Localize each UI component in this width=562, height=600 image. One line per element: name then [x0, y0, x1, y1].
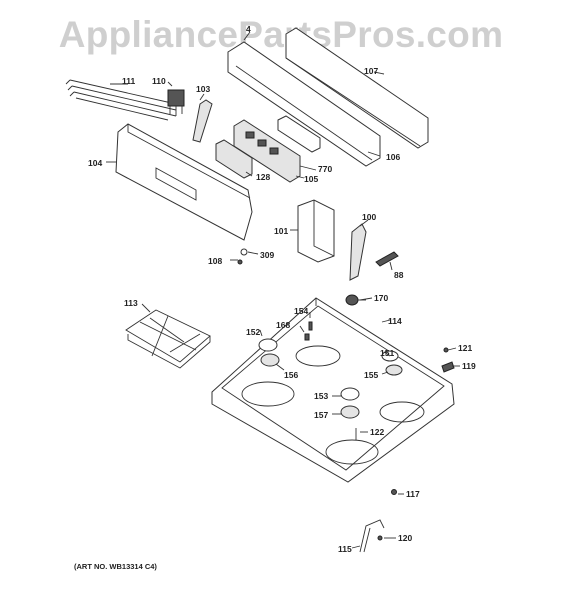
callout-88: 88 — [394, 270, 404, 280]
callout-107: 107 — [364, 66, 378, 76]
callout-121: 121 — [458, 343, 472, 353]
callout-154: 154 — [294, 306, 308, 316]
callout-117: 117 — [406, 489, 420, 499]
overlay-part — [215, 139, 253, 179]
screw-108 — [237, 259, 243, 265]
clip-119 — [441, 361, 455, 373]
callout-114: 114 — [388, 316, 402, 326]
callout-156: 156 — [284, 370, 298, 380]
cooktop — [211, 297, 455, 483]
callout-115: 115 — [338, 544, 352, 554]
callout-122: 122 — [370, 427, 384, 437]
control-panel — [115, 123, 253, 241]
callout-106: 106 — [386, 152, 400, 162]
leader-lines — [106, 31, 460, 549]
art-number: (ART NO. WB13314 C4) — [74, 562, 157, 571]
callout-4: 4 — [246, 24, 251, 34]
bracket-part — [192, 99, 213, 143]
burner-grate — [125, 309, 211, 369]
callout-103: 103 — [196, 84, 210, 94]
callout-100: 100 — [362, 212, 376, 222]
burner-cap-153 — [340, 387, 360, 401]
burner-head-156 — [260, 353, 280, 367]
burner-head-157 — [340, 405, 360, 419]
callout-309: 309 — [260, 250, 274, 260]
callout-111: 111 — [122, 76, 136, 86]
burner-cap-152 — [258, 338, 278, 352]
callout-128: 128 — [256, 172, 270, 182]
small-spacer — [375, 251, 399, 267]
screw-117 — [391, 489, 397, 495]
backsplash-upper — [285, 27, 429, 149]
mount-bracket — [297, 199, 335, 263]
watermark: AppliancePartsPros.com — [58, 14, 504, 55]
screw-121 — [443, 347, 449, 353]
igniter-154 — [308, 321, 313, 331]
wire-harness — [65, 79, 177, 121]
callout-105: 105 — [304, 174, 318, 184]
callout-770: 770 — [318, 164, 332, 174]
display-board — [233, 119, 301, 183]
callout-108: 108 — [208, 256, 222, 266]
backsplash-lower — [227, 41, 381, 167]
igniter-168 — [304, 333, 310, 341]
tube-115 — [359, 519, 385, 553]
switch-part — [167, 89, 185, 116]
screw-309 — [240, 248, 248, 256]
callout-104: 104 — [88, 158, 102, 168]
side-trim — [349, 223, 367, 281]
callout-152: 152 — [246, 327, 260, 337]
callout-120: 120 — [398, 533, 412, 543]
callout-113: 113 — [124, 298, 138, 308]
callout-119: 119 — [462, 361, 476, 371]
callout-155: 155 — [364, 370, 378, 380]
burner-head-155 — [385, 364, 403, 376]
callout-157: 157 — [314, 410, 328, 420]
electronic-board — [277, 115, 321, 153]
knob-170 — [345, 294, 366, 306]
callout-153: 153 — [314, 391, 328, 401]
callout-151: 151 — [380, 348, 394, 358]
callout-labels: 111 110 103 104 4 107 106 770 105 128 10… — [88, 24, 476, 554]
callout-101: 101 — [274, 226, 288, 236]
callout-170: 170 — [374, 293, 388, 303]
callout-110: 110 — [152, 76, 166, 86]
screw-120 — [377, 535, 383, 541]
callout-168: 168 — [276, 320, 290, 330]
